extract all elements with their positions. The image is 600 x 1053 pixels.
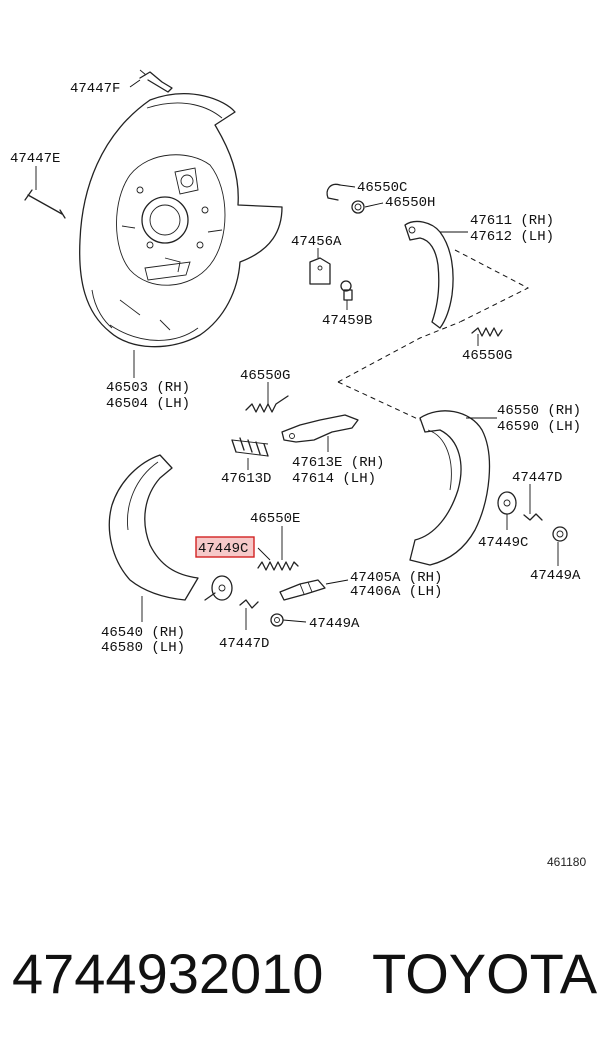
spring-46550g-right-drawing: [471, 327, 503, 337]
part-labels: 47447F 47447E 46550C 46550H 47611 (RH) 4…: [10, 81, 581, 656]
label-47405a-rh[interactable]: 47405A (RH): [350, 570, 442, 586]
brand-name: TOYOTA: [372, 942, 598, 1005]
label-47611-rh[interactable]: 47611 (RH): [470, 213, 554, 229]
label-46503-rh[interactable]: 46503 (RH): [106, 380, 190, 396]
pin-47449a-left-drawing: [270, 613, 284, 627]
bolt-47447e-drawing: [24, 189, 66, 219]
label-47449c-highlighted[interactable]: 47449C: [198, 541, 248, 557]
adjusting-lever-drawing: [281, 414, 359, 443]
label-47614-lh[interactable]: 47614 (LH): [292, 471, 376, 487]
label-46504-lh[interactable]: 46504 (LH): [106, 396, 190, 412]
washer-46550h-drawing: [351, 200, 365, 214]
label-46550g-right[interactable]: 46550G: [462, 348, 512, 364]
leader-lines: [35, 79, 559, 630]
footer: 4744932010 TOYOTA: [0, 935, 600, 1025]
label-46550-rh[interactable]: 46550 (RH): [497, 403, 581, 419]
clip-47447f-drawing: [139, 71, 173, 93]
part-number: 4744932010: [12, 942, 324, 1005]
spring-47447d-left-drawing: [239, 599, 259, 609]
label-47447e[interactable]: 47447E: [10, 151, 60, 167]
diagram-reference-code: 461180: [547, 855, 587, 869]
label-47447f[interactable]: 47447F: [70, 81, 120, 97]
cup-47449c-left-drawing: [204, 575, 233, 601]
spring-46550e-drawing: [257, 561, 299, 571]
spring-47613d-drawing: [231, 437, 269, 457]
backing-plate-drawing: [79, 93, 283, 348]
label-47449c-right[interactable]: 47449C: [478, 535, 528, 551]
clip-46550c-drawing: [326, 183, 341, 201]
brake-shoe-right-drawing: [409, 410, 491, 566]
label-47447d-left[interactable]: 47447D: [219, 636, 269, 652]
label-46550e[interactable]: 46550E: [250, 511, 300, 527]
label-47449a-left[interactable]: 47449A: [309, 616, 360, 632]
label-46580-lh[interactable]: 46580 (LH): [101, 640, 185, 656]
cup-spring-right-drawing: [497, 491, 543, 521]
screw-47459b-drawing: [340, 280, 353, 301]
label-46590-lh[interactable]: 46590 (LH): [497, 419, 581, 435]
label-47456a[interactable]: 47456A: [291, 234, 342, 250]
label-46550c[interactable]: 46550C: [357, 180, 407, 196]
adjuster-drawing: [279, 579, 326, 601]
spring-46550g-left-drawing: [245, 395, 289, 413]
label-47613d[interactable]: 47613D: [221, 471, 271, 487]
label-46550g-left[interactable]: 46550G: [240, 368, 290, 384]
assembly-dashed-lines: [337, 249, 530, 421]
plate-47456a-drawing: [309, 257, 331, 285]
label-46550h[interactable]: 46550H: [385, 195, 435, 211]
label-47447d-right[interactable]: 47447D: [512, 470, 562, 486]
label-47459b[interactable]: 47459B: [322, 313, 372, 329]
parking-lever-drawing: [404, 220, 454, 329]
brake-shoe-left-drawing: [108, 454, 199, 601]
highlight-box: [195, 536, 255, 558]
label-47613e-rh[interactable]: 47613E (RH): [292, 455, 384, 471]
label-47612-lh[interactable]: 47612 (LH): [470, 229, 554, 245]
pin-47449a-right-drawing: [552, 526, 568, 542]
label-47449a-right[interactable]: 47449A: [530, 568, 581, 584]
label-46540-rh[interactable]: 46540 (RH): [101, 625, 185, 641]
label-47406a-lh[interactable]: 47406A (LH): [350, 584, 442, 600]
